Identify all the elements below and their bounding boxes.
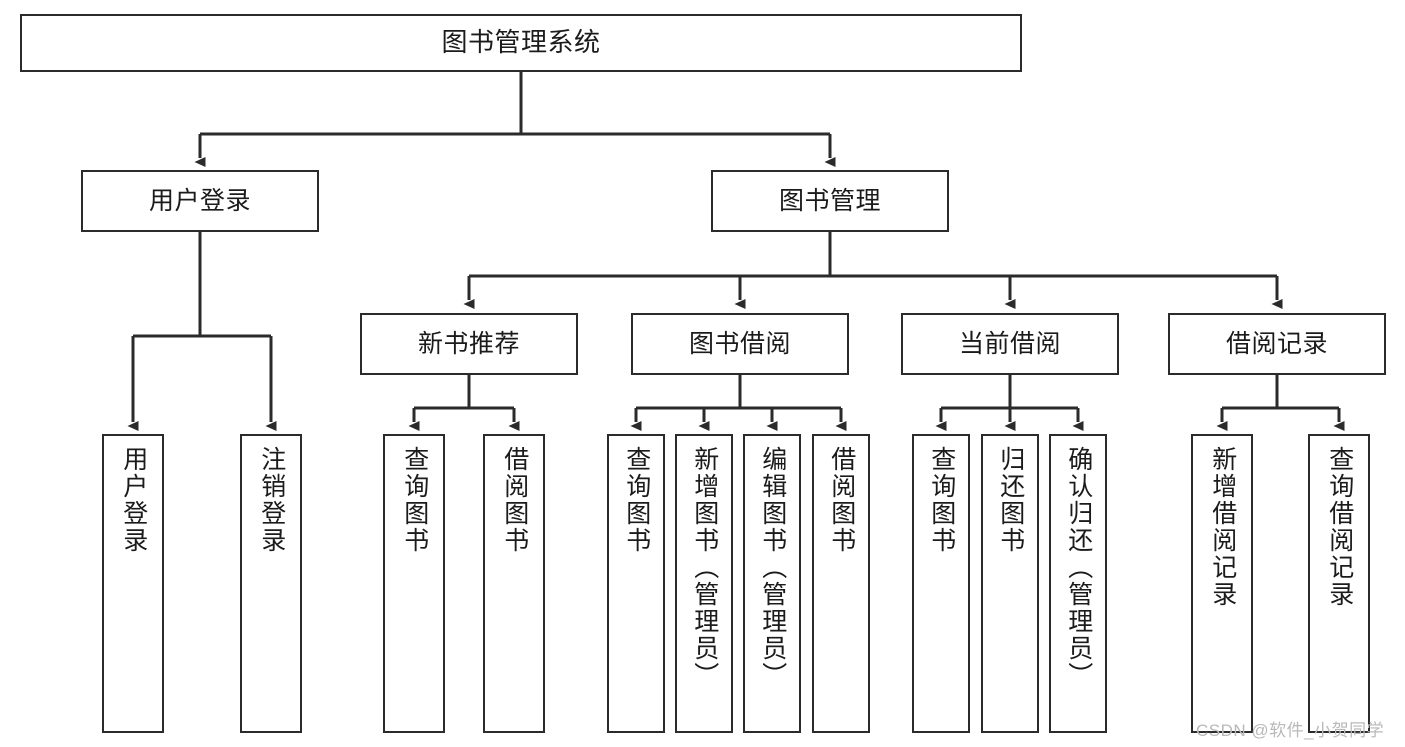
node-user-login-label: 用户登录 (148, 186, 251, 215)
node-leaf-borrow-book-2[interactable]: 借阅图书 (812, 434, 870, 733)
node-book-borrow-label: 图书借阅 (688, 329, 791, 358)
node-leaf-query-book-2[interactable]: 查询图书 (607, 434, 665, 733)
node-borrow-record-label: 借阅记录 (1225, 329, 1328, 358)
node-leaf-query-record[interactable]: 查询借阅记录 (1308, 434, 1370, 733)
node-new-book-recommend[interactable]: 新书推荐 (360, 313, 578, 375)
node-borrow-record[interactable]: 借阅记录 (1168, 313, 1386, 375)
node-leaf-query-book-3[interactable]: 查询图书 (912, 434, 970, 733)
node-leaf-borrow-book-1[interactable]: 借阅图书 (483, 434, 545, 733)
node-book-management[interactable]: 图书管理 (711, 170, 949, 232)
node-leaf-query-book-3-label: 查询图书 (927, 446, 956, 554)
node-leaf-return-book-label: 归还图书 (996, 446, 1025, 554)
node-leaf-user-login[interactable]: 用户登录 (102, 434, 164, 733)
node-leaf-return-book[interactable]: 归还图书 (981, 434, 1039, 733)
node-leaf-user-login-label: 用户登录 (119, 446, 148, 554)
node-leaf-query-record-label: 查询借阅记录 (1325, 446, 1354, 608)
node-leaf-add-record[interactable]: 新增借阅记录 (1191, 434, 1253, 733)
node-leaf-query-book-2-label: 查询图书 (622, 446, 651, 554)
csdn-watermark: CSDN @软件_小贺同学 (1196, 721, 1385, 740)
node-book-borrow[interactable]: 图书借阅 (631, 313, 849, 375)
node-leaf-query-book-1[interactable]: 查询图书 (383, 434, 445, 733)
node-book-management-label: 图书管理 (778, 186, 881, 215)
node-leaf-edit-book-label: 编辑图书（管理员） (758, 446, 787, 689)
node-leaf-borrow-book-2-label: 借阅图书 (827, 446, 856, 554)
node-new-book-recommend-label: 新书推荐 (417, 329, 520, 358)
node-leaf-logout-login-label: 注销登录 (257, 446, 286, 554)
node-leaf-edit-book[interactable]: 编辑图书（管理员） (743, 434, 801, 733)
node-leaf-query-book-1-label: 查询图书 (400, 446, 429, 554)
node-leaf-logout-login[interactable]: 注销登录 (240, 434, 302, 733)
node-leaf-borrow-book-1-label: 借阅图书 (500, 446, 529, 554)
node-current-borrow-label: 当前借阅 (958, 329, 1061, 358)
node-user-login[interactable]: 用户登录 (81, 170, 319, 232)
node-leaf-confirm-return-label: 确认归还（管理员） (1064, 446, 1093, 689)
node-root[interactable]: 图书管理系统 (20, 14, 1022, 72)
node-leaf-add-book[interactable]: 新增图书（管理员） (675, 434, 733, 733)
node-root-label: 图书管理系统 (441, 27, 601, 58)
node-leaf-confirm-return[interactable]: 确认归还（管理员） (1049, 434, 1107, 733)
node-leaf-add-book-label: 新增图书（管理员） (690, 446, 719, 689)
node-leaf-add-record-label: 新增借阅记录 (1208, 446, 1237, 608)
node-current-borrow[interactable]: 当前借阅 (901, 313, 1119, 375)
